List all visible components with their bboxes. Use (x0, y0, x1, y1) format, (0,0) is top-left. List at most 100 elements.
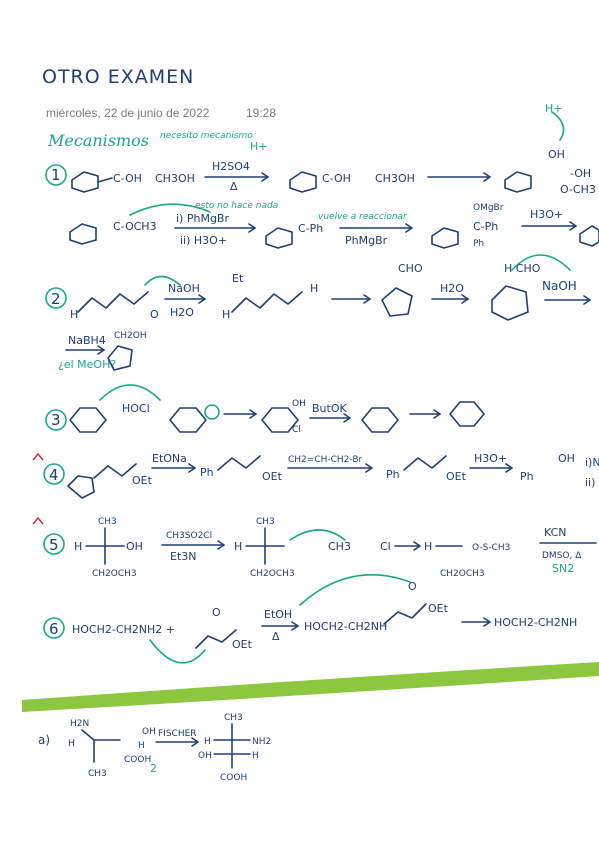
group-label: H (234, 540, 242, 553)
group-label: Ph (473, 239, 484, 249)
group-label: COOH (220, 773, 247, 783)
group-label: C-OCH3 (113, 220, 157, 233)
group-label: Ph (520, 470, 534, 483)
group-label: CHO (398, 262, 423, 275)
group-label: OMgBr (473, 203, 504, 213)
reagent-label: H2O (440, 282, 464, 295)
group-label: H (204, 737, 211, 747)
group-label: CH2OCH3 (92, 569, 137, 579)
problem-number: 3 (51, 411, 61, 429)
group-label: H (138, 741, 145, 751)
part-a: a) H2N H CH3 OH H COOH 2 FISCHER CH3 H N… (38, 713, 271, 783)
annotation-nothing: esto no hace nada (195, 201, 278, 211)
cyclohexane-ring (261, 407, 299, 433)
group-label: H (68, 739, 75, 749)
chain-bonds (93, 463, 137, 479)
group-label: i)N (585, 456, 599, 469)
group-label: OEt (262, 470, 283, 483)
group-label: C-Ph (473, 220, 498, 233)
group-label: Cl (380, 540, 391, 553)
annotation-hplus: H+ (250, 140, 268, 153)
reagent-label: i) PhMgBr (176, 212, 229, 225)
arrow-head (198, 294, 206, 304)
problem-3: 3 HOCl OH Cl ButOK (45, 384, 485, 435)
problem-number: 1 (51, 166, 61, 184)
page-title: OTRO EXAMEN (42, 66, 195, 88)
group-label: OH (548, 148, 565, 161)
epoxide-ring (449, 401, 485, 427)
annotation-react-again: vuelve a reaccionar (318, 212, 408, 222)
group-label: OH (198, 751, 212, 761)
reagent-label: HOCl (122, 402, 150, 415)
solvent-label: H2O (170, 306, 194, 319)
reagent-label: H3O+ (474, 452, 507, 465)
mechanism-arrow (149, 639, 206, 664)
group-label: NH2 (252, 737, 271, 747)
reagent-label: ButOK (312, 402, 347, 415)
group-label: CH2OCH3 (440, 569, 485, 579)
thiophene-ring (69, 223, 97, 245)
group-label: CH2OCH3 (250, 569, 295, 579)
reactant-label: HOCH2-CH2NH2 + (72, 623, 175, 636)
product-label: CH3OH (375, 172, 415, 185)
problem-number: 6 (49, 620, 59, 638)
thiophene-ring (265, 227, 293, 249)
annotation-meoh: ¿el MeOH? (58, 358, 116, 371)
group-label: H CHO (504, 262, 541, 275)
bond (81, 729, 95, 741)
reagent-label: H3O+ (530, 208, 563, 221)
group-label: Ph (386, 468, 400, 481)
reagent-label: NaOH (168, 282, 200, 295)
bond (97, 177, 113, 183)
arrow-head (583, 295, 591, 305)
catalyst-label: H2SO4 (212, 160, 250, 173)
group-label: CH3 (256, 517, 275, 527)
problem-number-circle (45, 409, 67, 431)
group-label: H (74, 540, 82, 553)
group-label: Ph (200, 466, 214, 479)
reagent-label: KCN (544, 526, 567, 539)
cyclohexene-ring (69, 407, 107, 433)
group-label: CH3 (88, 769, 107, 779)
group-label: OEt (446, 470, 467, 483)
arrow-head (217, 540, 225, 550)
section-heading: Mecanismos (48, 131, 149, 150)
arrow-head (363, 294, 371, 304)
mechanism-arrow (551, 111, 565, 141)
group-label: CH3 (98, 517, 117, 527)
priority-mark (32, 452, 44, 461)
problem-number-circle (43, 463, 65, 485)
group-label: H (222, 308, 230, 321)
chain-bonds (217, 455, 261, 471)
group-label: CH3 (224, 713, 243, 723)
problem-number-circle (45, 164, 67, 186)
problem-1: 1 necesito mecanismo H+ C-OH CH3OH H2SO4… (45, 102, 599, 249)
group-label: -OH (570, 167, 591, 180)
heat-label: Δ (272, 630, 280, 643)
arrow-head (249, 409, 257, 419)
group-label: ii) (585, 476, 595, 489)
group-label: OH (558, 452, 575, 465)
group-label: O (150, 308, 159, 321)
group-label: C-Ph (298, 222, 323, 235)
problem-4: 4 OEt EtONa Ph OEt CH2=CH-CH2-Br Ph OEt … (32, 452, 599, 499)
chain-bonds (383, 603, 427, 625)
mechanism-arrow (144, 275, 181, 286)
thiophene-ring (431, 227, 459, 249)
group-label: OEt (232, 638, 253, 651)
arrow-head (483, 172, 491, 182)
problem-5: 5 H CH3 OH CH2OCH3 CH3SO2Cl Et3N H CH3 C… (32, 516, 597, 579)
group-label: OH (142, 727, 156, 737)
cyclopentene-ring (107, 345, 133, 371)
arrow-head (97, 345, 105, 355)
group-label: O (212, 606, 221, 619)
problem-number-circle (43, 533, 65, 555)
group-label: Et (232, 272, 244, 285)
problem-number-circle (45, 287, 67, 309)
arrow-head (291, 621, 299, 631)
arrow-head (261, 172, 269, 182)
group-label: H (70, 308, 78, 321)
thiophene-ring (504, 171, 532, 193)
green-divider (22, 662, 599, 712)
reagent-label: NaOH (542, 279, 577, 293)
